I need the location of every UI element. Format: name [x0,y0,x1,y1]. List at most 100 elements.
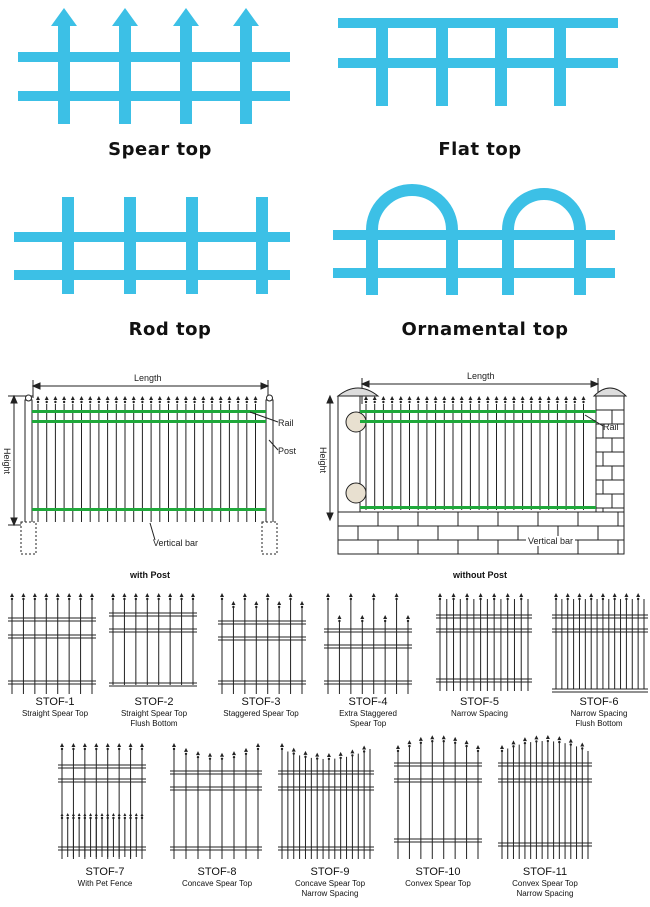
spear-collar [89,400,92,404]
spear-point [51,8,77,26]
dimension-arrow [260,382,270,390]
spear-collar [129,816,132,820]
model-stof-6: STOF-6 Narrow Spacing Flush Bottom [548,696,650,729]
model-description: Convex Spear Top [405,879,471,888]
stof-1-drawing [8,593,96,694]
spear-picket [180,24,192,124]
model-description: Concave Spear Top Narrow Spacing [294,879,366,898]
spear-tip [303,750,308,755]
spear-tip [105,396,110,400]
with-post-vertical-bar-label: Vertical bar [153,538,199,548]
spear-collar [512,400,516,404]
spear-collar [530,400,533,404]
spear-tip [106,813,110,816]
spear-collar [506,597,509,601]
without-post-length-label: Length [467,371,495,381]
spear-collar [382,400,385,404]
middle-rail [360,420,596,423]
model-stof-9: STOF-9 Concave Spear Top Narrow Spacing [276,866,384,899]
spear-collar [106,400,109,404]
spear-collar [500,749,504,753]
without-post-vertical-bar-label: Vertical bar [526,536,576,546]
spear-tip [568,738,573,743]
spear-tip [589,593,594,597]
rod-picket [186,197,198,294]
model-code: STOF-11 [522,866,568,878]
model-description: Concave Spear Top [181,879,253,888]
spear-tip [468,396,473,400]
spear-collar [45,400,48,404]
ornamental-arch [366,184,458,295]
spear-tip [244,747,248,752]
spear-collar [460,400,463,404]
spear-tip [82,743,87,747]
flat-picket [554,18,566,106]
spear-tip [105,743,110,747]
spear-tip [232,751,236,756]
spear-collar [417,400,420,404]
model-stof-1: STOF-1 Straight Spear Top [0,696,110,719]
spear-tip [77,813,81,816]
spear-collar [54,400,57,404]
spear-tip [520,396,525,400]
flat-picket [376,18,388,106]
model-description: Extra Staggered Spear Top [339,709,397,728]
spear-tip [79,396,84,400]
spear-collar [556,400,559,404]
with-post-height-label: Height [2,448,12,475]
spear-tip [88,396,93,400]
spear-tip [288,593,293,597]
spear-tip [546,396,551,400]
flat-top-label: Flat top [438,139,522,160]
spear-tip [277,601,282,605]
stof-6-drawing [552,593,648,693]
spear-collar [338,619,341,623]
spear-tip [210,396,214,400]
spear-tip [123,813,127,816]
spear-collar [361,619,364,623]
spear-collar [383,619,387,623]
spear-collar [232,605,235,609]
spear-top-rail [18,52,290,62]
spear-tip [66,813,70,816]
stof-11-drawing [498,735,592,859]
stof-9-drawing [278,743,374,859]
spear-tip [572,396,577,400]
spear-tip [220,593,224,597]
flat-top-rail [338,18,618,28]
rod-picket [62,197,74,294]
spear-collar [326,597,330,601]
spear-collar [373,400,376,404]
spear-collar [193,400,196,404]
spear-tip [371,593,376,597]
spear-tip [451,396,455,400]
ornament-circle [345,482,367,504]
spear-bottom-rail [18,91,290,101]
spear-tip [534,735,539,740]
spear-tip [60,743,64,747]
spear-collar [280,747,284,751]
spear-tip [208,752,212,757]
model-stof-3: STOF-3 Staggered Spear Top [205,696,317,719]
spear-collar [486,400,489,404]
spear-tip [90,593,94,597]
spear-tip [71,813,75,816]
spear-tip [519,593,524,597]
spear-collar [316,757,319,760]
spear-collar [117,816,121,820]
spear-collar [71,400,75,404]
spear-tip [564,396,569,400]
spear-collar [479,597,482,601]
spear-tip [71,743,76,747]
spear-collar [236,400,240,404]
spear-tip [538,396,542,400]
spear-tip [140,396,145,400]
with-post-rail-label: Rail [278,418,294,428]
spear-collar [452,597,455,601]
spear-tip [111,813,115,816]
spear-tip [21,593,26,597]
spear-collar [141,400,144,404]
spear-collar [123,597,126,601]
spear-tip [62,396,67,400]
model-code: STOF-8 [197,866,237,878]
